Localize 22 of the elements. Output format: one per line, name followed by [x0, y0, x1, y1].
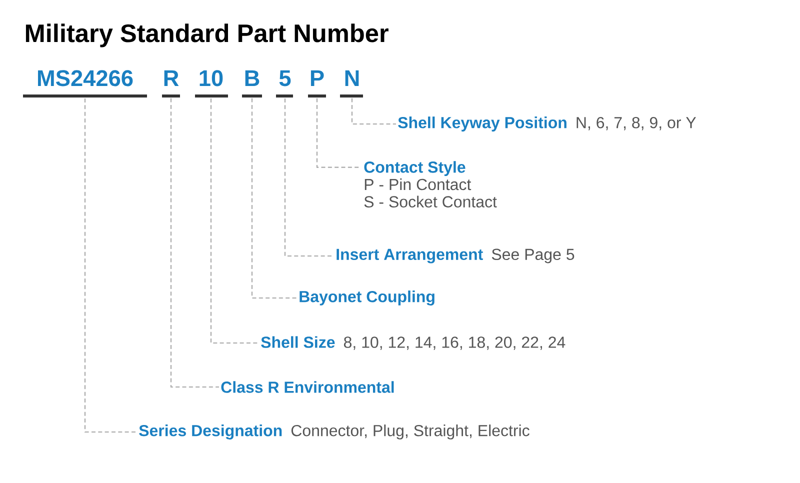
code-segment: R — [162, 70, 180, 98]
description: Insert Arrangement See Page 5 — [336, 248, 574, 264]
description: Bayonet Coupling — [300, 290, 434, 306]
description: Shell Size 8, 10, 12, 14, 16, 18, 20, 22, 24 — [261, 336, 566, 350]
code-segment: MS24266 — [23, 70, 147, 98]
description: Contact Style P - Pin Contact S - Socket Contact — [364, 161, 497, 208]
leader-line — [284, 98, 334, 257]
code-segment: N — [340, 70, 363, 98]
description: Class R Environmental — [221, 381, 394, 393]
leader-line — [316, 98, 360, 168]
code-segment: 5 — [276, 70, 293, 98]
code-segment: P — [308, 70, 326, 98]
leader-line — [210, 98, 259, 344]
title: Military Standard Part Number — [26, 24, 388, 48]
description: Series Designation Connector, Plug, Straight, Electric — [139, 424, 530, 440]
description: Shell Keyway Position N, 6, 7, 8, 9, or Y — [398, 116, 696, 132]
leader-line — [251, 98, 297, 299]
code-segment: 10 — [195, 70, 228, 98]
leader-line — [84, 98, 137, 433]
leader-line — [351, 98, 396, 125]
code-segment: B — [242, 70, 262, 98]
leader-line — [170, 98, 219, 388]
